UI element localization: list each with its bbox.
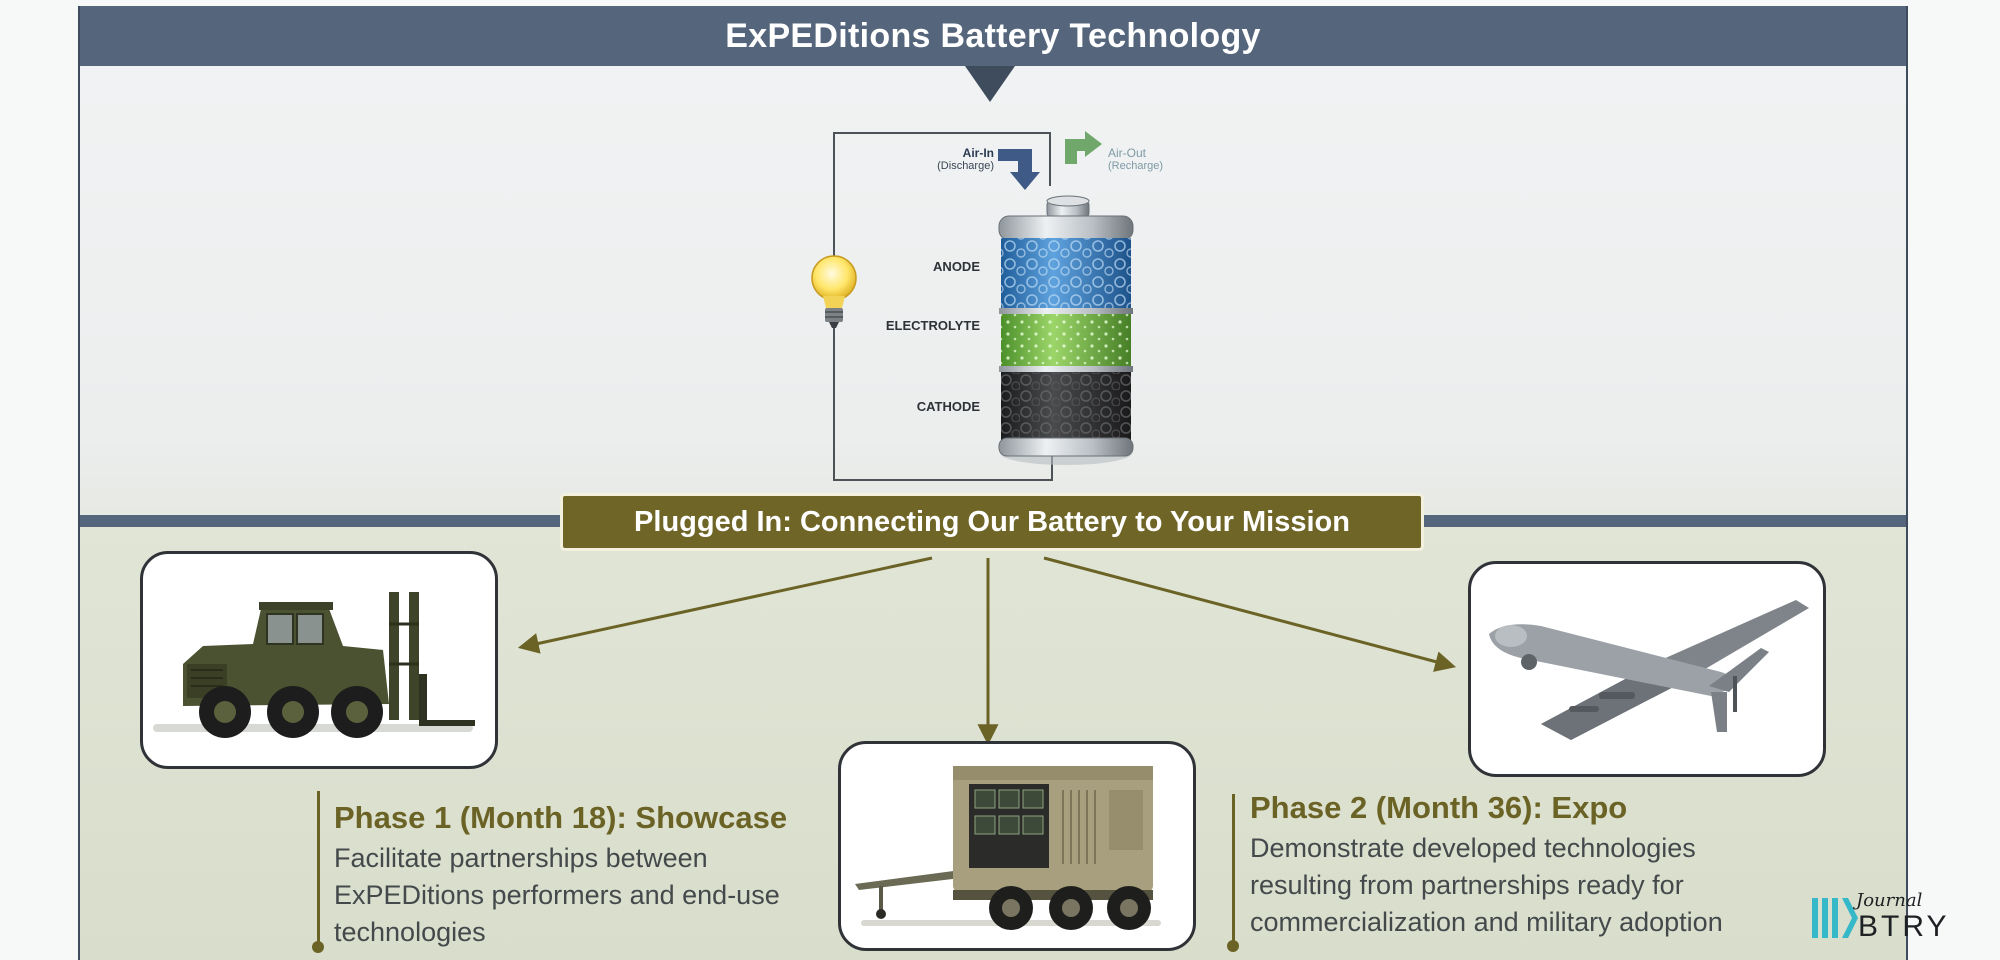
layer-label-electrolyte: ELECTROLYTE [885,318,980,333]
layer-label-anode: ANODE [933,259,980,274]
forklift-card [140,551,498,769]
air-out-sub: (Recharge) [1108,160,1164,172]
phase1-line-1: Facilitate partnerships between [334,843,708,873]
phase1-title: Phase 1 (Month 18): Showcase [334,800,788,835]
phase2-title: Phase 2 (Month 36): Expo [1250,790,1628,825]
page-title: ExPEDitions Battery Technology [725,16,1261,55]
air-out-label: Air-Out [1108,146,1147,160]
header-pointer [965,66,1015,102]
logo-stripes-icon [1812,898,1858,938]
forklift-icon [153,592,475,738]
lightbulb-icon [811,255,857,328]
phase2-line-2: resulting from partnerships ready for [1250,870,1684,900]
logo-script: Journal [1856,890,1923,911]
battery-diagram [811,131,1134,481]
brand-logo: Journal BTRY [1808,890,1988,946]
phase1-timeline-bar [317,791,320,951]
air-in-label: Air-In [962,146,994,160]
phase2-line-1: Demonstrate developed technologies [1250,833,1696,863]
drone-card [1468,561,1826,777]
logo-brand: BTRY [1858,910,1950,943]
phase1-line-3: technologies [334,917,486,947]
phase1-line-2: ExPEDitions performers and end-use [334,880,780,910]
drone-icon [1489,600,1809,740]
phase2-description: Demonstrate developed technologies resul… [1250,830,1810,941]
header-band: ExPEDitions Battery Technology [80,6,1906,66]
air-out-arrow-icon [1053,131,1102,164]
air-in-arrow-icon [998,149,1040,190]
battery-icon [998,195,1134,465]
layer-label-cathode: CATHODE [916,399,980,414]
phase1-description: Facilitate partnerships between ExPEDiti… [334,840,834,951]
phase2-timeline-dot [1227,940,1239,952]
phase1-timeline-dot [312,941,324,953]
generator-card [838,741,1196,951]
mission-banner-label: Plugged In: Connecting Our Battery to Yo… [634,505,1350,538]
phase2-line-3: commercialization and military adoption [1250,907,1723,937]
air-in-sub: (Discharge) [937,160,994,172]
connector-arrows [517,556,1457,746]
phase2-timeline-bar [1232,794,1235,946]
mission-banner: Plugged In: Connecting Our Battery to Yo… [560,493,1424,551]
generator-trailer-icon [855,766,1161,930]
slide: ExPEDitions Battery Technology [78,6,1908,960]
